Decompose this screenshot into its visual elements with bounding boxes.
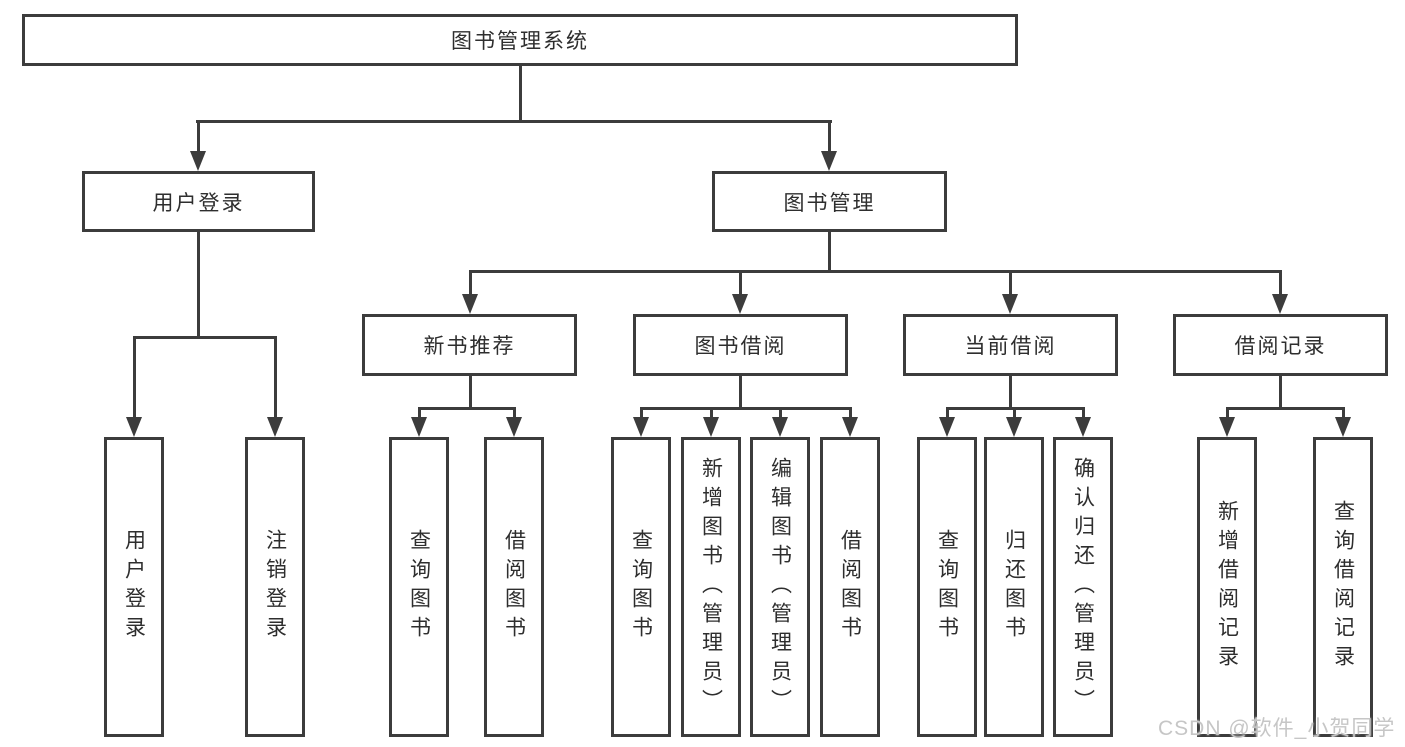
leaf-borrow-book: 借阅图书 xyxy=(820,437,880,737)
arrowhead-leaf-g3-3 xyxy=(772,417,788,437)
leaf-query-book-borrow: 查询图书 xyxy=(611,437,671,737)
leaf-add-book-admin: 新增图书（管理员） xyxy=(681,437,741,737)
edge-to-leaf-g3-4 xyxy=(849,407,852,417)
edge-bookmgmt-bar xyxy=(469,270,1282,273)
edge-recommend-stem xyxy=(469,376,472,407)
leaf-borrow-book-recommend: 借阅图书 xyxy=(484,437,544,737)
arrowhead-leaf-g5-1 xyxy=(1219,417,1235,437)
edge-to-leaf-g3-3 xyxy=(779,407,782,417)
edge-to-leaf-g2-1 xyxy=(418,407,421,417)
leaf-edit-book-admin: 编辑图书（管理员） xyxy=(750,437,810,737)
edge-to-leaf-g4-2 xyxy=(1013,407,1016,417)
node-library-management-system: 图书管理系统 xyxy=(22,14,1018,66)
arrowhead-leaf-g3-4 xyxy=(842,417,858,437)
leaf-query-book-current: 查询图书 xyxy=(917,437,977,737)
node-new-book-recommend: 新书推荐 xyxy=(362,314,577,376)
node-borrow-record: 借阅记录 xyxy=(1173,314,1388,376)
node-current-borrow: 当前借阅 xyxy=(903,314,1118,376)
arrowhead-borrow xyxy=(732,294,748,314)
node-user-login: 用户登录 xyxy=(82,171,315,232)
arrowhead-leaf-g4-1 xyxy=(939,417,955,437)
edge-to-borrow xyxy=(739,270,742,294)
edge-to-leaf-g5-2 xyxy=(1342,407,1345,417)
arrowhead-leaf-g3-1 xyxy=(633,417,649,437)
arrowhead-leaf-g5-2 xyxy=(1335,417,1351,437)
edge-to-book-mgmt xyxy=(828,120,831,151)
leaf-return-book: 归还图书 xyxy=(984,437,1044,737)
edge-recommend-bar xyxy=(418,407,516,410)
edge-userlogin-stem xyxy=(197,232,200,336)
leaf-logout: 注销登录 xyxy=(245,437,305,737)
arrowhead-current xyxy=(1002,294,1018,314)
edge-to-user-login xyxy=(197,120,200,151)
arrowhead-leaf-g3-2 xyxy=(703,417,719,437)
edge-record-stem xyxy=(1279,376,1282,407)
leaf-confirm-return-admin: 确认归还（管理员） xyxy=(1053,437,1113,737)
arrowhead-leaf-login xyxy=(126,417,142,437)
arrowhead-leaf-g2-2 xyxy=(506,417,522,437)
edge-to-record xyxy=(1279,270,1282,294)
edge-bookmgmt-stem xyxy=(828,232,831,270)
arrowhead-leaf-g2-1 xyxy=(411,417,427,437)
arrowhead-recommend xyxy=(462,294,478,314)
arrowhead-book-mgmt xyxy=(821,151,837,171)
arrowhead-leaf-logout xyxy=(267,417,283,437)
leaf-user-login: 用户登录 xyxy=(104,437,164,737)
edge-to-leaf-g4-3 xyxy=(1082,407,1085,417)
edge-borrow-bar xyxy=(640,407,852,410)
leaf-query-book-recommend: 查询图书 xyxy=(389,437,449,737)
csdn-watermark: CSDN @软件_小贺同学 xyxy=(1158,717,1396,740)
edge-to-leaf-g2-2 xyxy=(513,407,516,417)
edge-to-current xyxy=(1009,270,1012,294)
arrowhead-record xyxy=(1272,294,1288,314)
edge-to-recommend xyxy=(469,270,472,294)
edge-borrow-stem xyxy=(739,376,742,407)
arrowhead-user-login xyxy=(190,151,206,171)
edge-record-bar xyxy=(1226,407,1345,410)
arrowhead-leaf-g4-2 xyxy=(1006,417,1022,437)
edge-to-leaf-g3-1 xyxy=(640,407,643,417)
edge-to-leaf-g3-2 xyxy=(710,407,713,417)
node-book-borrow: 图书借阅 xyxy=(633,314,848,376)
edge-current-stem xyxy=(1009,376,1012,407)
edge-root-bar xyxy=(196,120,832,123)
edge-to-leaf-g4-1 xyxy=(946,407,949,417)
leaf-query-borrow-record: 查询借阅记录 xyxy=(1313,437,1373,737)
leaf-add-borrow-record: 新增借阅记录 xyxy=(1197,437,1257,737)
edge-to-leaf-logout xyxy=(274,336,277,417)
edge-userlogin-bar xyxy=(133,336,277,339)
edge-root-stem xyxy=(519,66,522,120)
arrowhead-leaf-g4-3 xyxy=(1075,417,1091,437)
edge-to-leaf-g5-1 xyxy=(1226,407,1229,417)
edge-to-leaf-login xyxy=(133,336,136,417)
node-book-management: 图书管理 xyxy=(712,171,947,232)
